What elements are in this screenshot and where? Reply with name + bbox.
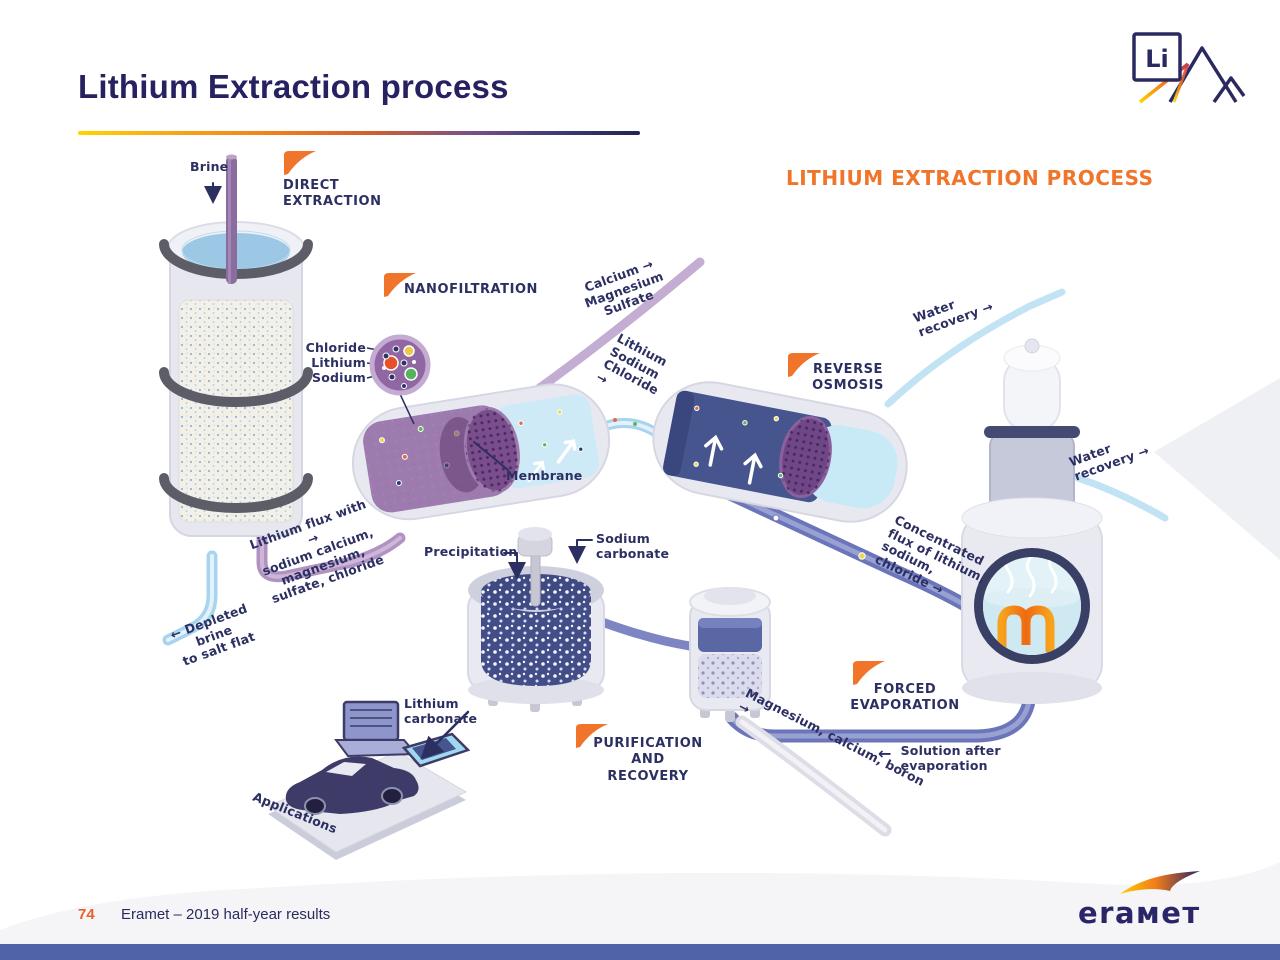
- reverse-osmosis-unit: [652, 381, 908, 523]
- solution-text: Solution after evaporation: [900, 743, 1001, 773]
- pipe-water-recovery-side: [1074, 474, 1169, 522]
- label-reverse-osmosis: REVERSE OSMOSIS: [812, 362, 884, 394]
- title-underline: [78, 131, 640, 135]
- label-lithium-carbonate: Lithium carbonate: [404, 696, 478, 726]
- label-precipitation: Precipitation: [424, 544, 518, 559]
- pipes: [162, 257, 1169, 837]
- flag-icon: [575, 723, 609, 749]
- flag-icon: [787, 352, 821, 378]
- label-sodium: Sodium: [312, 370, 366, 385]
- flag-icon: [852, 660, 886, 686]
- page-title: Lithium Extraction process: [78, 68, 509, 105]
- ion-magnifier: [366, 334, 431, 425]
- eramet-swoosh-icon: [1120, 871, 1200, 894]
- membrane-pointer-line: [473, 441, 509, 471]
- eramet-wordmark: eraмeт: [1078, 896, 1201, 930]
- page-number: 74: [78, 906, 95, 923]
- purification-container: [689, 587, 771, 722]
- diagram-heading: LITHIUM EXTRACTION PROCESS: [786, 166, 1154, 190]
- heating-coil: [997, 605, 1055, 655]
- pipe-water-recovery-top: [884, 288, 1066, 408]
- label-brine: Brine: [190, 159, 229, 174]
- left-arrow-icon: ←: [878, 744, 892, 763]
- nanofiltration-unit: [351, 383, 611, 521]
- label-chloride: Chloride: [305, 340, 366, 355]
- sodium-carbonate-arrow-icon: [568, 539, 593, 564]
- laptop-icon: [334, 700, 419, 758]
- evaporation-tower: [961, 338, 1103, 704]
- direct-extraction-tank: [159, 154, 313, 537]
- label-nanofiltration: NANOFILTRATION: [404, 282, 538, 297]
- flag-icon: [383, 272, 417, 298]
- label-sodium-carbonate: Sodium carbonate: [596, 531, 670, 561]
- annotation-arrows: [204, 182, 593, 760]
- applications-platform: [266, 700, 471, 860]
- lithium-logo-icon: Li: [1128, 28, 1246, 112]
- background-shapes: [0, 378, 1280, 960]
- lithium-carbonate-arrow-icon: [420, 710, 470, 760]
- label-direct-extraction: DIRECT EXTRACTION: [283, 178, 382, 210]
- label-membrane: Membrane: [506, 468, 583, 483]
- eramet-logo: eraмeт: [1078, 871, 1238, 938]
- label-forced-evaporation: FORCED EVAPORATION: [850, 682, 960, 714]
- label-solution-after-evaporation: ← Solution after evaporation: [878, 743, 1001, 773]
- bottom-accent-bar: [0, 944, 1280, 960]
- label-purification-recovery: PURIFICATION AND RECOVERY: [593, 736, 703, 784]
- precipitation-arrow-icon: [503, 552, 526, 580]
- flag-icon: [283, 150, 317, 176]
- footer-text: Eramet – 2019 half-year results: [121, 906, 331, 923]
- label-lithium: Lithium: [311, 355, 366, 370]
- li-symbol: Li: [1145, 45, 1169, 73]
- car-icon: [285, 756, 419, 815]
- pipe-precip-to-container: [597, 617, 695, 651]
- precipitation-vessel: [467, 527, 605, 712]
